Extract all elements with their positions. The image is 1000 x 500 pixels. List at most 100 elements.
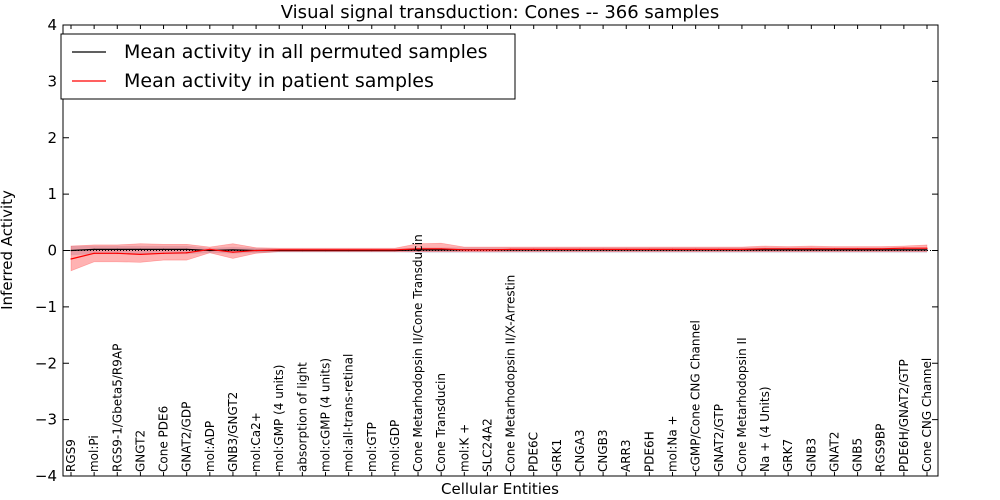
y-axis: −4 −3 −2 −1 0 1 2 3 4 — [35, 16, 938, 485]
data-point — [162, 252, 165, 254]
y-tick-label: 1 — [47, 185, 57, 203]
data-point — [856, 248, 859, 250]
x-tick-label: cGMP/Cone CNG Channel — [689, 320, 703, 472]
data-point — [602, 248, 604, 250]
data-point — [417, 248, 419, 250]
x-tick-label: GNGT2 — [133, 430, 147, 472]
data-point — [764, 249, 766, 251]
data-point — [926, 247, 928, 249]
x-tick-label: RGS9-1/Gbeta5/R9AP — [110, 344, 124, 472]
data-point — [232, 249, 234, 251]
x-tick-label: mol:ADP — [203, 421, 217, 472]
data-point — [209, 248, 211, 250]
data-point — [695, 248, 697, 250]
x-tick-label: Cone Metarhodopsin II/X-Arrestin — [504, 275, 518, 472]
y-tick-label: −3 — [35, 411, 57, 429]
chart-title: Visual signal transduction: Cones -- 366… — [281, 2, 719, 23]
x-tick-label: CNGA3 — [573, 430, 587, 473]
data-point — [162, 248, 165, 250]
y-tick-label: 2 — [47, 129, 57, 147]
x-tick-label: mol:GTP — [365, 422, 379, 472]
data-point — [255, 249, 257, 252]
legend-label-patient: Mean activity in patient samples — [124, 70, 434, 92]
data-point — [671, 248, 674, 250]
x-tick-label: SLC24A2 — [480, 418, 494, 472]
data-point — [371, 249, 373, 251]
x-tick-label: PDE6C — [527, 432, 541, 472]
data-point — [209, 249, 211, 252]
x-tick-label: mol:GMP (4 units) — [272, 365, 286, 472]
x-tick-label: RGS9 — [64, 439, 78, 472]
x-tick-label: mol:Na + — [666, 415, 680, 472]
data-point — [70, 258, 72, 260]
data-point — [903, 249, 905, 251]
data-point — [440, 249, 442, 251]
data-point — [787, 249, 789, 251]
data-point — [70, 249, 72, 252]
data-point — [579, 248, 581, 250]
x-tick-label: absorption of light — [295, 362, 309, 472]
data-point — [348, 249, 350, 251]
data-point — [810, 249, 812, 251]
x-tick-label: Cone Metarhodopsin II/Cone Transducin — [411, 234, 425, 472]
data-point — [93, 248, 95, 250]
data-point — [417, 249, 419, 251]
x-tick-label: mol:Pi — [87, 435, 101, 472]
data-point — [116, 252, 118, 254]
legend: Mean activity in all permuted samples Me… — [60, 33, 516, 100]
x-tick-label: PDE6H/GNAT2/GTP — [897, 359, 911, 472]
data-point — [764, 248, 766, 250]
data-point — [186, 248, 188, 250]
y-tick-label: 3 — [47, 72, 57, 90]
x-tick-label: Cone PDE6 — [157, 406, 171, 472]
x-tick-label: ARR3 — [619, 439, 633, 472]
x-tick-label: Cone CNG Channel — [920, 358, 934, 472]
y-axis-label: Inferred Activity — [0, 190, 16, 310]
x-tick-label: mol:all-trans-retinal — [342, 354, 356, 472]
plot-area — [63, 242, 938, 272]
data-point — [926, 249, 928, 251]
y-tick-label: −4 — [35, 467, 57, 485]
x-tick-label: Cone Transducin — [434, 373, 448, 472]
data-point — [833, 248, 836, 250]
x-tick-label: mol:K + — [457, 424, 471, 472]
data-point — [301, 249, 303, 251]
data-point — [139, 248, 142, 250]
data-point — [880, 248, 882, 250]
data-point — [232, 251, 234, 253]
data-point — [463, 249, 465, 251]
data-point — [880, 249, 882, 251]
data-point — [324, 249, 327, 251]
data-point — [186, 252, 188, 254]
x-tick-label: CNGB3 — [596, 429, 610, 472]
data-point — [278, 249, 280, 251]
data-point — [486, 249, 489, 251]
y-tick-label: 4 — [47, 16, 57, 34]
data-point — [741, 248, 743, 250]
data-point — [93, 252, 95, 254]
x-tick-label: RGS9BP — [874, 424, 888, 472]
x-tick-label: GNB5 — [851, 438, 865, 472]
data-point — [718, 248, 720, 250]
x-axis: RGS9 mol:Pi RGS9-1/Gbeta5/R9AP GNGT2 Cone PD… — [64, 25, 934, 476]
data-point — [625, 248, 627, 250]
y-tick-label: 0 — [47, 242, 57, 260]
line-patient-points — [70, 247, 928, 260]
y-tick-label: −1 — [35, 298, 57, 316]
x-tick-label: mol:GDP — [388, 420, 402, 472]
data-point — [556, 248, 558, 250]
x-tick-label: mol:Ca2+ — [249, 412, 263, 472]
line-patient — [70, 247, 927, 260]
x-tick-label: GNAT2/GDP — [180, 402, 194, 472]
data-point — [533, 248, 535, 250]
x-tick-label: GNAT2/GTP — [712, 404, 726, 472]
x-tick-label: GNB3/GNGT2 — [226, 392, 240, 472]
x-tick-label: PDE6H — [642, 431, 656, 472]
y-tick-label: −2 — [35, 354, 57, 372]
x-tick-label: mol:cGMP (4 units) — [318, 358, 332, 472]
x-axis-label: Cellular Entities — [441, 480, 559, 498]
data-point — [856, 249, 859, 251]
x-tick-label: GNB3 — [804, 438, 818, 472]
x-tick-label: Na + (4 Units) — [758, 386, 772, 472]
